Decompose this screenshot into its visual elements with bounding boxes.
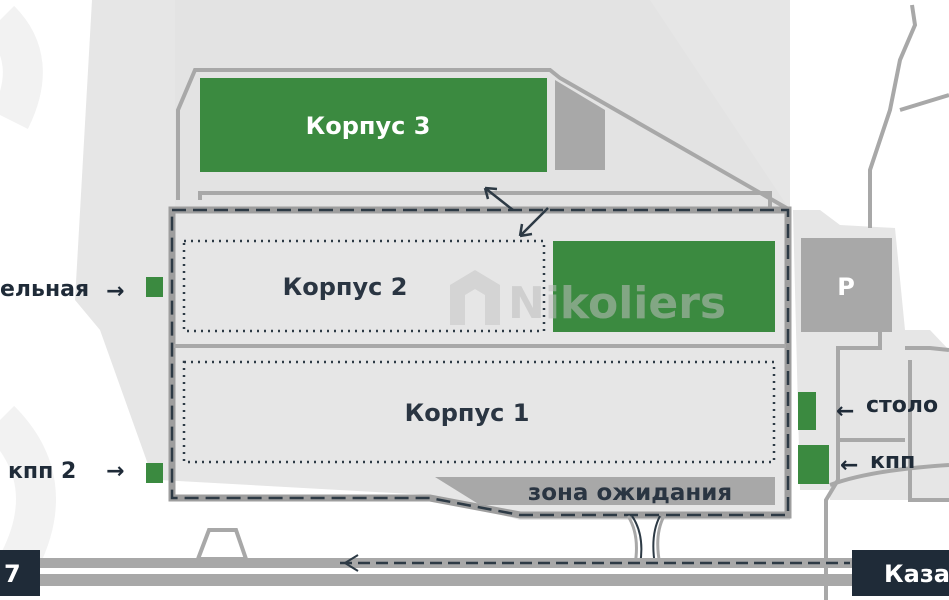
road-sign-left xyxy=(0,550,40,596)
building-korpus-2[interactable] xyxy=(182,239,546,333)
kpp-building[interactable] xyxy=(798,445,829,484)
boiler-house[interactable] xyxy=(146,277,163,297)
parking-lot[interactable] xyxy=(801,238,892,332)
watermark-logo: Nikoliers xyxy=(450,270,726,329)
bus-stop xyxy=(195,528,249,561)
korpus-1-label: Корпус 1 xyxy=(405,399,530,427)
arrow-right-icon: → xyxy=(106,279,124,304)
parking-label: P xyxy=(837,273,855,301)
road-sign-right xyxy=(852,550,949,596)
building-korpus-1[interactable] xyxy=(182,360,776,464)
korpus-3-label: Корпус 3 xyxy=(306,112,431,140)
arrow-left-icon: ← xyxy=(836,399,854,424)
korpus-2-label: Корпус 2 xyxy=(283,273,408,301)
boiler-label: ельная xyxy=(0,277,89,302)
waiting-zone-label: зона ожидания xyxy=(528,480,732,506)
building-korpus-3[interactable] xyxy=(200,78,547,172)
canteen-building[interactable] xyxy=(798,392,816,430)
canteen-label: столо xyxy=(866,393,938,418)
traffic-arrows xyxy=(483,186,549,238)
internal-roads xyxy=(176,4,949,600)
waiting-zone[interactable] xyxy=(435,477,775,505)
highway xyxy=(0,554,949,586)
road-sign-right-label: Каза xyxy=(884,560,949,588)
building-korpus-2-section[interactable] xyxy=(553,241,775,332)
kpp-2-building[interactable] xyxy=(146,463,163,483)
kpp-label: кпп xyxy=(870,449,915,474)
watermark-text: Nikoliers xyxy=(508,278,726,329)
arrow-left-icon: ← xyxy=(840,453,858,478)
kpp-2-label: кпп 2 xyxy=(8,459,76,484)
annex-building xyxy=(555,80,605,170)
road-sign-left-label: 7 xyxy=(4,560,21,588)
arrow-right-icon: → xyxy=(106,459,124,484)
